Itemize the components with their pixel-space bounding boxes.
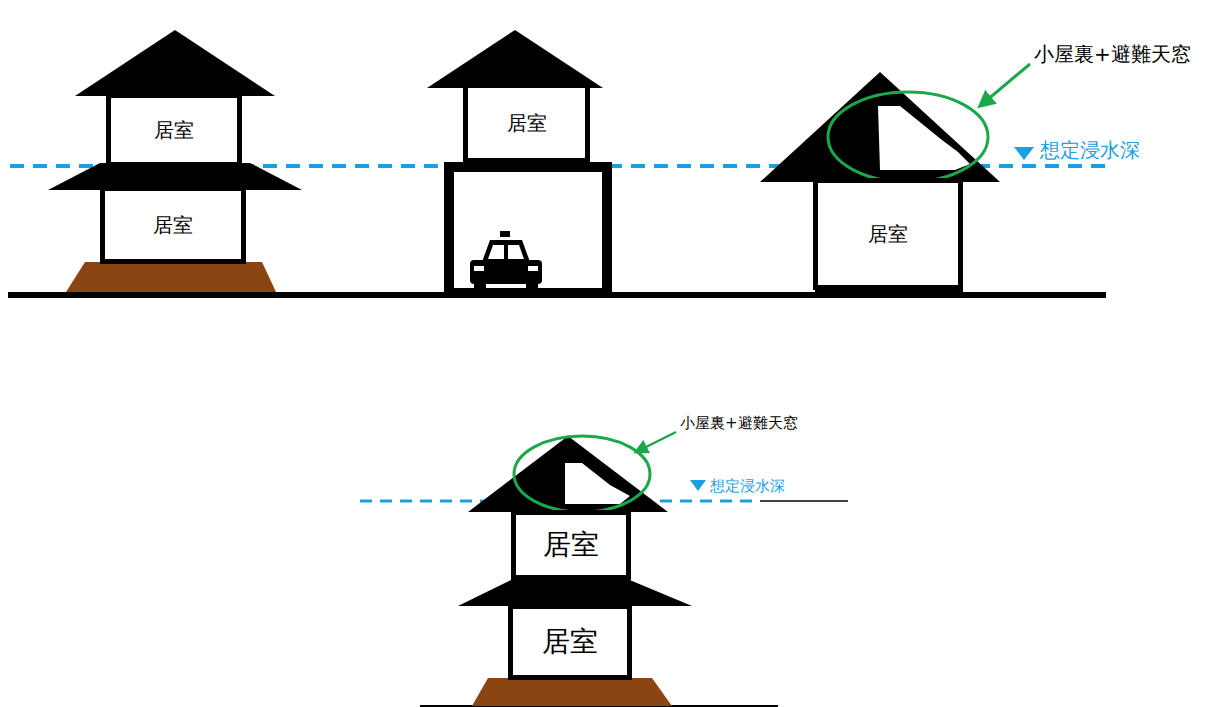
roof [75,30,275,96]
room-box: 居室 [511,510,631,580]
callout-label: 小屋裏+避難天窓 [680,414,798,432]
foundation [66,262,276,292]
callout-ellipse [514,436,650,512]
attic-window [565,463,630,504]
car-icon [470,231,542,293]
flood-depth-label: 想定浸水深 [1040,138,1140,162]
roof [458,578,692,606]
room-label: 居室 [543,526,599,564]
flood-line [760,500,848,502]
attic-window [878,106,970,170]
room-box: 居室 [463,83,590,163]
callout-ellipse [828,92,988,182]
leader-arrow [636,432,676,452]
flood-depth-label: 想定浸水深 [710,477,785,495]
water-mark [1014,147,1034,160]
leader-arrow [980,64,1030,106]
roof [468,436,668,512]
room-box: 居室 [508,604,632,680]
room-label: 居室 [542,623,598,661]
water-mark [690,480,706,491]
room-label: 居室 [153,212,193,239]
room-label: 居室 [154,117,194,144]
garage [449,167,607,293]
roof [427,30,603,88]
room-box: 居室 [106,93,242,167]
room-box: 居室 [813,178,963,290]
callout-label: 小屋裏+避難天窓 [1034,42,1191,66]
room-box: 居室 [100,186,246,264]
roof [760,72,1000,182]
room-label: 居室 [507,110,547,137]
foundation [472,678,672,706]
room-label: 居室 [868,221,908,248]
